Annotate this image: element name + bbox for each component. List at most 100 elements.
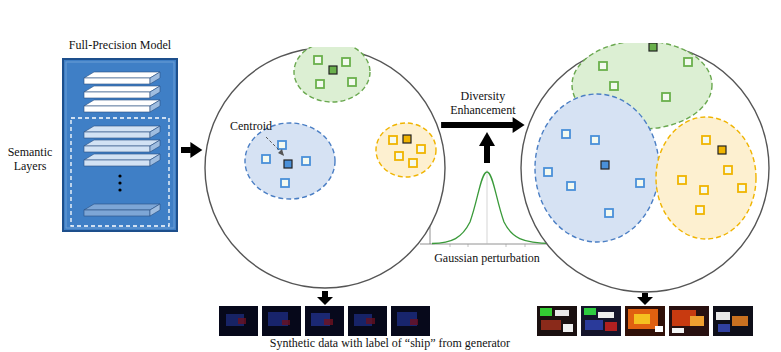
shape-part bbox=[409, 159, 417, 167]
shape-part bbox=[84, 100, 160, 106]
shape-part bbox=[84, 146, 150, 152]
gaussian-caption: Gaussian perturbation bbox=[417, 251, 557, 265]
flow-arrow bbox=[441, 117, 525, 133]
shape-part bbox=[540, 308, 552, 316]
shape-part bbox=[672, 328, 684, 333]
centroid-label: Centroid bbox=[230, 119, 272, 133]
shape-part bbox=[266, 137, 284, 155]
shape-part bbox=[376, 123, 436, 177]
synthetic-images-left bbox=[219, 306, 430, 336]
shape-part bbox=[84, 140, 160, 146]
shape-part bbox=[150, 100, 160, 112]
shape-part bbox=[118, 188, 121, 191]
shape-part bbox=[245, 123, 335, 199]
shape-part bbox=[537, 306, 577, 336]
shape-part bbox=[535, 94, 659, 242]
shape-part bbox=[634, 314, 650, 324]
shape-part bbox=[541, 320, 561, 330]
model-title: Full-Precision Model bbox=[69, 38, 171, 52]
shape-part bbox=[366, 318, 375, 324]
shape-part bbox=[282, 320, 290, 325]
shape-part bbox=[562, 130, 570, 138]
shape-part bbox=[599, 62, 607, 70]
shape-part bbox=[324, 319, 333, 325]
shape-part bbox=[724, 166, 732, 174]
shape-part bbox=[450, 244, 451, 247]
shape-part bbox=[625, 306, 665, 336]
shape-part bbox=[389, 136, 397, 144]
shape-part bbox=[84, 210, 150, 216]
shape-part bbox=[238, 318, 246, 324]
node-outline bbox=[62, 58, 178, 232]
shape-part bbox=[581, 306, 621, 336]
shape-part bbox=[656, 117, 756, 239]
shape-part bbox=[684, 58, 692, 66]
shape-part bbox=[484, 145, 490, 163]
shape-part bbox=[700, 186, 708, 194]
shape-part bbox=[348, 78, 356, 86]
node-outline bbox=[520, 43, 770, 293]
shape-part bbox=[84, 204, 160, 210]
figure-caption: Synthetic data with label of “ship” from… bbox=[180, 336, 600, 350]
shape-part bbox=[420, 244, 556, 245]
shape-part bbox=[669, 306, 709, 336]
shape-part bbox=[63, 59, 177, 231]
shape-part bbox=[605, 322, 617, 331]
shape-part bbox=[610, 82, 618, 90]
shape-part bbox=[278, 149, 284, 156]
shape-part bbox=[678, 176, 686, 184]
shape-part bbox=[317, 297, 333, 305]
shape-part bbox=[150, 86, 160, 98]
edge-label: Diversity Enhancement bbox=[437, 89, 529, 117]
shape-part bbox=[738, 184, 746, 192]
feature-space-circle: Centroid bbox=[204, 47, 446, 289]
shape-part bbox=[342, 58, 350, 66]
shape-part bbox=[584, 308, 596, 315]
shape-part bbox=[662, 93, 670, 101]
shape-part bbox=[329, 66, 337, 74]
shape-part bbox=[302, 157, 310, 165]
shape-part bbox=[219, 306, 258, 336]
shape-part bbox=[649, 43, 657, 51]
shape-part bbox=[417, 145, 425, 153]
shape-part bbox=[403, 135, 411, 143]
shape-part bbox=[118, 181, 121, 184]
shape-part bbox=[716, 312, 730, 320]
shape-part bbox=[410, 319, 418, 325]
shape-part bbox=[513, 117, 525, 133]
shape-part bbox=[84, 86, 160, 92]
shape-part bbox=[506, 244, 507, 247]
shape-part bbox=[322, 291, 328, 298]
layer-label: Semantic Layers bbox=[2, 145, 58, 173]
shape-part bbox=[487, 170, 488, 244]
shape-part bbox=[628, 309, 658, 329]
shape-part bbox=[150, 154, 160, 166]
shape-part bbox=[314, 56, 322, 64]
shape-part bbox=[395, 152, 403, 160]
shape-part bbox=[637, 297, 653, 305]
shape-part bbox=[563, 324, 573, 332]
shape-part bbox=[696, 206, 704, 214]
shape-part bbox=[544, 168, 552, 176]
shape-part bbox=[118, 174, 121, 177]
flow-arrow bbox=[181, 142, 202, 158]
node-outline bbox=[204, 47, 446, 289]
shape-part bbox=[713, 306, 753, 336]
shape-part bbox=[636, 179, 644, 187]
shape-part bbox=[591, 136, 599, 144]
shape-part bbox=[84, 154, 160, 160]
shape-part bbox=[441, 122, 513, 128]
shape-part bbox=[690, 316, 704, 326]
shape-part bbox=[84, 132, 150, 138]
shape-part bbox=[150, 72, 160, 84]
shape-part bbox=[525, 244, 526, 247]
shape-part bbox=[555, 310, 569, 316]
shape-part bbox=[262, 306, 301, 336]
shape-part bbox=[305, 306, 344, 336]
shape-part bbox=[732, 316, 748, 326]
shape-part bbox=[655, 326, 663, 332]
shape-part bbox=[84, 126, 160, 132]
shape-part bbox=[468, 244, 469, 247]
shape-part bbox=[150, 204, 160, 216]
shape-part bbox=[702, 136, 710, 144]
